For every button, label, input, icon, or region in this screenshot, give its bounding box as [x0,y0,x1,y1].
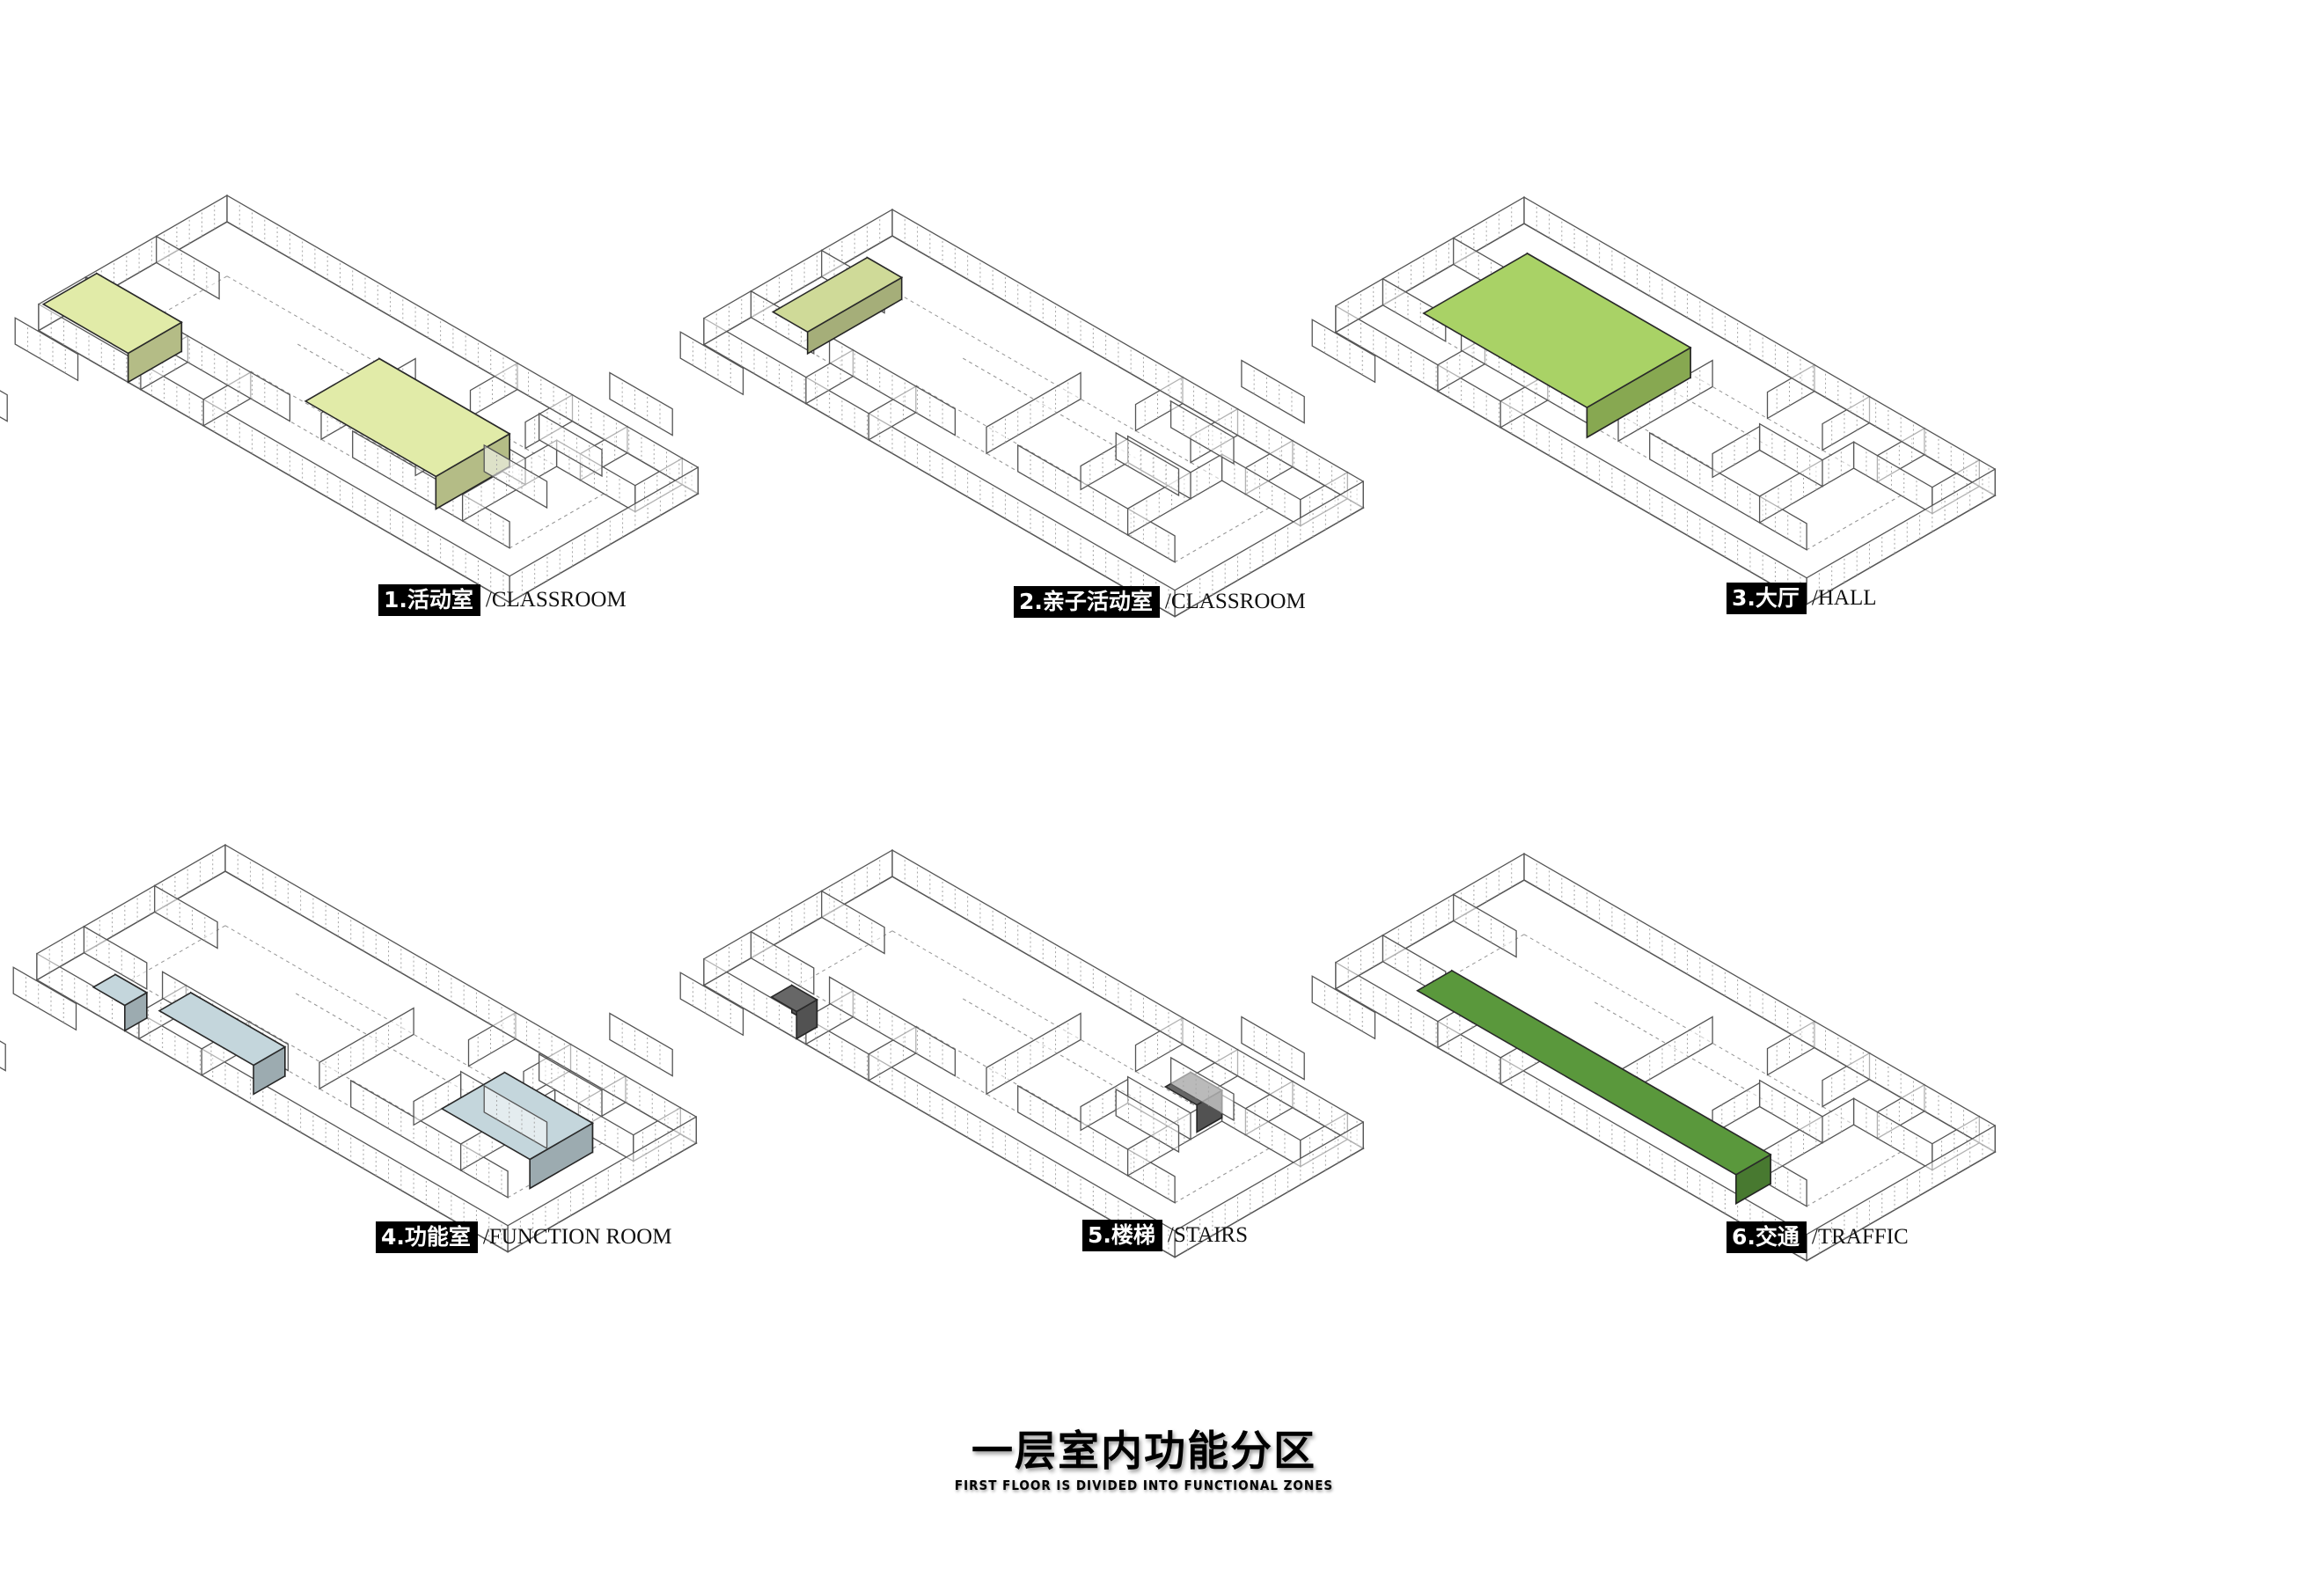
panel-4-building [0,843,698,1253]
caption-2-zh: 2.亲子活动室 [1014,586,1160,618]
panel-1-building [0,194,700,604]
caption-5-zh: 5.楼梯 [1082,1220,1162,1251]
caption-2: 2.亲子活动室 /CLASSROOM [1014,584,1306,620]
caption-3: 3.大厅 /HALL [1727,581,1877,616]
caption-5-en: /STAIRS [1167,1223,1248,1247]
caption-6: 6.交通 /TRAFFIC [1727,1220,1909,1255]
parent-child-room-block-1 [771,256,904,356]
panel-5-building [483,848,1365,1258]
classroom-block-1 [41,272,183,384]
caption-2-en: /CLASSROOM [1164,590,1306,613]
main-title: 一层室内功能分区 [971,1427,1316,1476]
caption-1-zh: 1.活动室 [378,584,480,616]
caption-1-en: /CLASSROOM [485,588,627,612]
panel-3-building [1115,195,1997,605]
traffic-block-1 [1416,969,1772,1206]
caption-6-zh: 6.交通 [1727,1221,1807,1253]
panel-2-building [483,208,1365,618]
function-room-block-2 [158,991,287,1096]
stairs-block-1 [769,984,819,1040]
caption-3-zh: 3.大厅 [1727,583,1807,614]
hall-block-1 [1422,252,1692,439]
caption-4-zh: 4.功能室 [376,1221,478,1253]
caption-5: 5.楼梯 /STAIRS [1082,1218,1248,1253]
sub-title: FIRST FLOOR IS DIVIDED INTO FUNCTIONAL Z… [954,1478,1334,1493]
title-block: 一层室内功能分区 FIRST FLOOR IS DIVIDED INTO FUN… [880,1427,1408,1494]
caption-6-en: /TRAFFIC [1811,1225,1909,1249]
panel-6-building [1115,852,1997,1262]
caption-1: 1.活动室 /CLASSROOM [378,583,627,618]
caption-4: 4.功能室 /FUNCTION ROOM [376,1220,672,1255]
caption-4-en: /FUNCTION ROOM [482,1225,672,1249]
caption-3-en: /HALL [1811,586,1877,610]
function-room-block-1 [92,973,149,1032]
